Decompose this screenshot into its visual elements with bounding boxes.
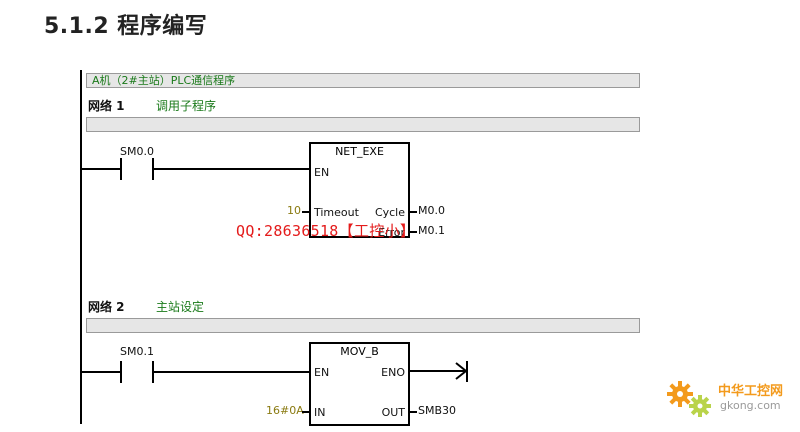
left-power-rail [80,70,82,424]
network-1-contact-right-bar[interactable] [152,158,154,180]
timeout-stub [302,211,309,213]
network-2-rung-right [154,371,310,373]
mov-out-stub [410,411,417,413]
network-1-comment-bar[interactable] [86,117,640,132]
mov-in-value: 16#0A [266,404,304,417]
mov-in-stub [302,411,309,413]
network-2-contact-right-bar[interactable] [152,361,154,383]
watermark-text: QQ:28636518【工控小】 [236,222,416,240]
program-title-bar: A机（2#主站）PLC通信程序 [86,73,640,88]
network-2-label[interactable]: 网络 2 [88,300,125,314]
network-2-comment[interactable]: 主站设定 [156,300,205,314]
error-stub [410,231,417,233]
net-exe-timeout-pin: Timeout [314,206,359,219]
cycle-stub [410,211,417,213]
logo-url: gkong.com [720,399,781,412]
net-exe-en-pin: EN [314,166,330,179]
logo-text: 中华工控网 [718,384,784,399]
network-1-contact-address: SM0.0 [120,145,154,158]
mov-out-address: SMB30 [418,404,457,417]
error-output-address: M0.1 [418,224,445,237]
network-2-contact-address: SM0.1 [120,345,154,358]
net-exe-block-title: NET_EXE [335,145,384,158]
network-1-label[interactable]: 网络 1 [88,99,125,113]
network-2-rung-left [82,371,120,373]
cycle-output-address: M0.0 [418,204,445,217]
timeout-value: 10 [287,204,301,217]
net-exe-error-pin: Error [378,226,405,239]
network-1-rung-left [82,168,120,170]
network-2-contact-left-bar[interactable] [120,361,122,383]
gkong-logo: 中华工控网 gkong.com [662,372,792,424]
network-2-comment-bar[interactable] [86,318,640,333]
mov-b-en-pin: EN [314,366,330,379]
net-exe-cycle-pin: Cycle [374,206,405,219]
net-exe-block[interactable]: NET_EXE EN Timeout Cycle Error [309,142,410,239]
network-1-contact-left-bar[interactable] [120,158,122,180]
mov-b-eno-pin: ENO [381,366,405,379]
network-1-comment[interactable]: 调用子程序 [156,99,217,113]
mov-b-in-pin: IN [314,406,326,419]
section-heading: 5.1.2 程序编写 [44,14,208,39]
mov-b-block[interactable]: MOV_B EN ENO IN OUT [309,342,410,426]
gear-icon [667,381,711,417]
network-1-rung-right [154,168,310,170]
mov-b-out-pin: OUT [381,406,405,419]
mov-b-block-title: MOV_B [340,345,379,358]
eno-coil-arrow-icon [410,361,468,382]
